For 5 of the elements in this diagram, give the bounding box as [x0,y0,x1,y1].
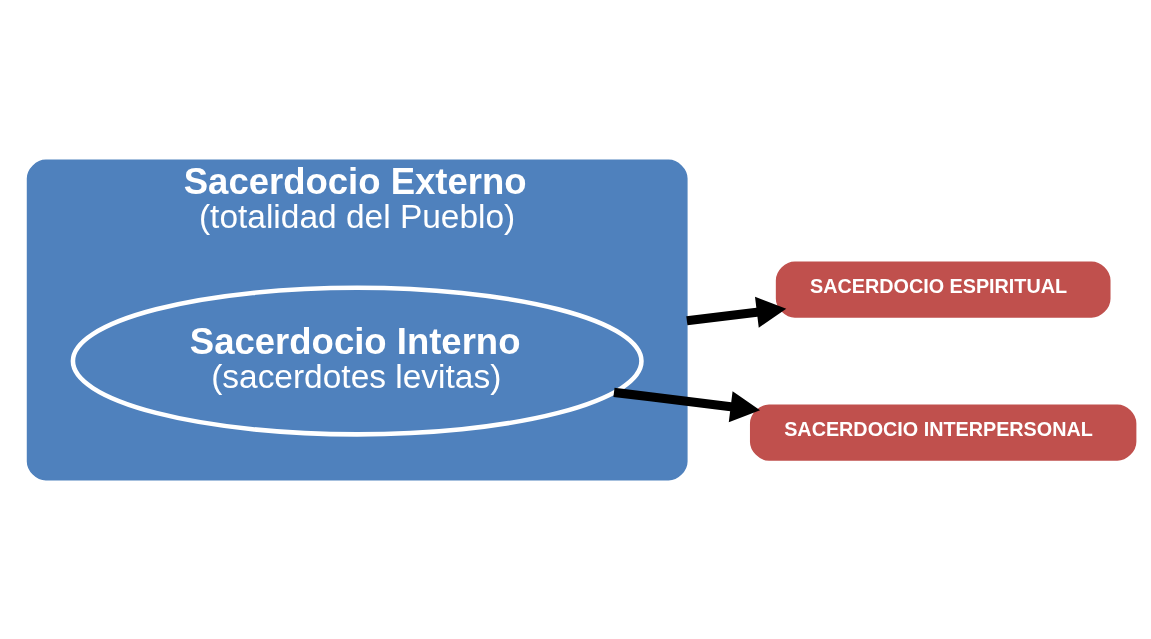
arrow [686,296,787,328]
node-box: SACERDOCIO INTERPERSONAL [749,403,1137,461]
arrow [613,387,761,422]
node-box: SACERDOCIO ESPIRITUAL [775,260,1111,318]
node-ellipse: Sacerdocio Interno (sacerdotes levitas) [70,285,644,437]
